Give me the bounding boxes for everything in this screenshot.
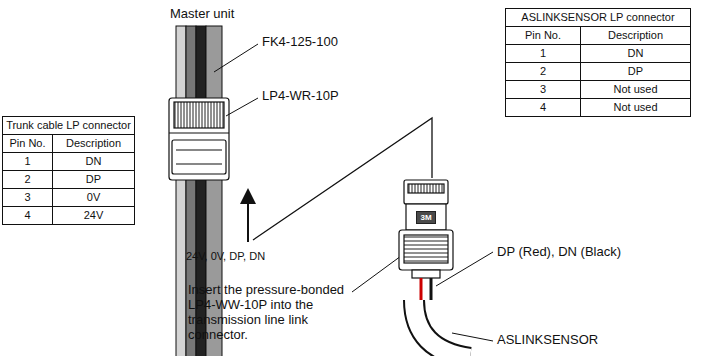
sensor-cable	[414, 278, 470, 356]
table-title: Trunk cable LP connector	[2, 116, 135, 134]
connector-part-label: LP4-WR-10P	[262, 88, 339, 104]
table-header: Pin No.	[505, 26, 581, 44]
connector-brand-plate: 3M	[416, 211, 436, 224]
wire-colour-label: DP (Red), DN (Black)	[497, 244, 621, 260]
pin-number: 1	[505, 44, 581, 62]
instruction-note: Insert the pressure-bonded LP4-WW-10P in…	[188, 282, 368, 342]
table-title: ASLINKSENSOR LP connector	[505, 8, 691, 26]
sensor-label: ASLINKSENSOR	[497, 332, 598, 348]
table-header: Description	[52, 134, 135, 152]
pin-signal: 0V	[52, 188, 135, 206]
sensor-lp-connector	[399, 180, 453, 278]
pin-signal: Not used	[580, 80, 691, 98]
sensor-table-grid	[506, 9, 691, 117]
master-lp-connector	[169, 98, 229, 180]
pin-signal: DP	[52, 170, 135, 188]
pin-signal: 24V	[52, 206, 135, 224]
pin-number: 3	[505, 80, 581, 98]
pin-number: 2	[2, 170, 53, 188]
table-header: Pin No.	[2, 134, 53, 152]
pin-number: 3	[2, 188, 53, 206]
pin-number: 1	[2, 152, 53, 170]
pin-number: 4	[505, 98, 581, 116]
brand-text: 3M	[420, 212, 431, 223]
trunk-table-grid	[3, 117, 135, 225]
pin-number: 2	[505, 62, 581, 80]
table-header: Description	[580, 26, 691, 44]
cable-part-label: FK4-125-100	[262, 34, 338, 50]
signal-list: 24V, 0V, DP, DN	[186, 250, 265, 263]
pin-signal: DN	[580, 44, 691, 62]
pin-number: 4	[2, 206, 53, 224]
pin-signal: DN	[52, 152, 135, 170]
pin-signal: Not used	[580, 98, 691, 116]
pin-signal: DP	[580, 62, 691, 80]
unit-label: Master unit	[170, 6, 234, 22]
